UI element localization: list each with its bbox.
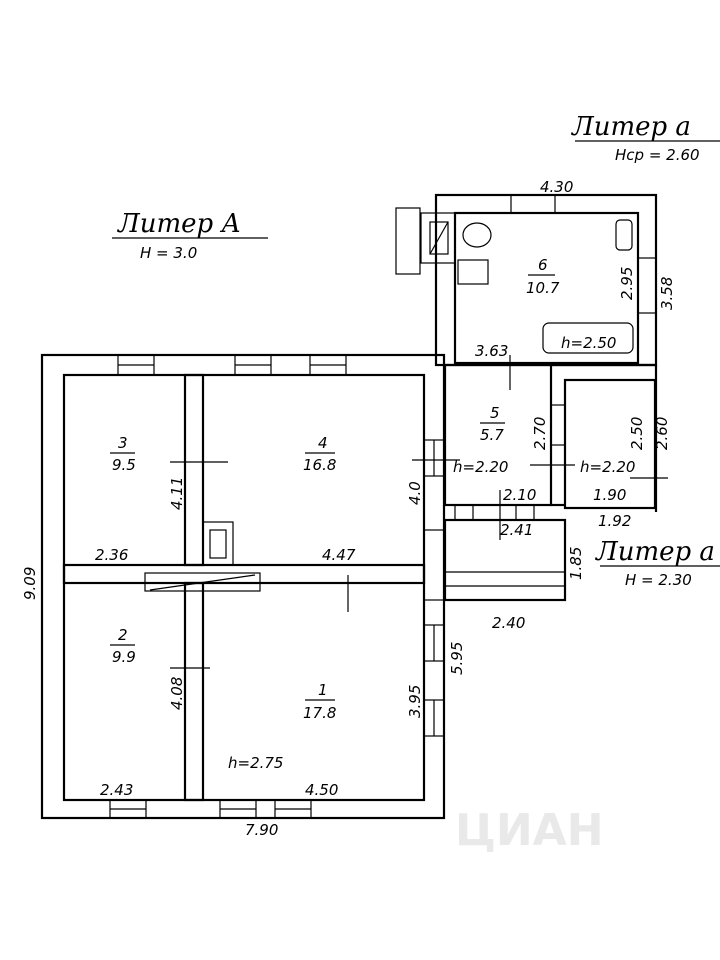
dim: 4.30	[540, 178, 573, 196]
dim: 4.47	[322, 546, 356, 564]
title-height: Нср = 2.60	[615, 146, 700, 164]
room-3-number: 3	[118, 434, 128, 452]
dim: 2.95	[618, 267, 636, 300]
watermark: ЦИАН	[455, 805, 604, 856]
title-liter-a1: Литер а Н = 2.30	[594, 537, 720, 589]
dim: 2.43	[100, 781, 133, 799]
dim: 2.10	[503, 486, 536, 504]
dim: 4.11	[168, 477, 186, 510]
height-a1: h=2.20	[580, 458, 635, 476]
dim: 9.09	[21, 567, 39, 600]
dim: 2.50	[628, 417, 646, 450]
title-liter-A: Литер А Н = 3.0	[112, 209, 268, 262]
dim: 4.0	[406, 481, 424, 505]
title-liter-a: Литер а Нср = 2.60	[570, 112, 720, 164]
title-name: Литер А	[116, 209, 241, 239]
room-2-number: 2	[118, 626, 128, 644]
dim: 1.90	[593, 486, 626, 504]
dim: 7.90	[245, 821, 278, 839]
main-house-walls	[40, 353, 446, 820]
dim: 2.41	[500, 521, 533, 539]
room-1-area: 17.8	[303, 704, 336, 722]
heights: h=2.75 h=2.20 h=2.20 h=2.50	[228, 334, 635, 772]
dim: 3.58	[658, 277, 676, 310]
dim: 4.50	[305, 781, 338, 799]
height-room6: h=2.50	[561, 334, 616, 352]
porch	[443, 518, 567, 602]
dim: 1.85	[567, 547, 585, 580]
dim: 2.70	[531, 417, 549, 450]
dim: 2.36	[95, 546, 128, 564]
room-6-area: 10.7	[526, 279, 560, 297]
dim: 3.63	[475, 342, 508, 360]
room-4-area: 16.8	[303, 456, 336, 474]
dim: 4.08	[168, 677, 186, 710]
dim: 5.95	[448, 642, 466, 675]
height-main: h=2.75	[228, 754, 283, 772]
dim: 3.95	[406, 685, 424, 718]
stove-annex-icon	[395, 207, 492, 285]
room-3-area: 9.5	[112, 456, 136, 474]
room-6-number: 6	[538, 256, 548, 274]
dim: 2.40	[492, 614, 525, 632]
room-5-area: 5.7	[480, 426, 504, 444]
title-name: Литер а	[594, 537, 715, 567]
room-4-number: 4	[318, 434, 328, 452]
windows	[109, 354, 445, 819]
room-2-area: 9.9	[112, 648, 136, 666]
stove-icon	[144, 521, 261, 592]
dim: 2.60	[653, 417, 671, 450]
room-labels: 1 17.8 2 9.9 3 9.5 4 16.8 5 5.7 6 10.7	[110, 256, 560, 722]
dimension-lines	[170, 355, 668, 669]
title-height: Н = 3.0	[140, 244, 197, 262]
dim: 1.92	[598, 512, 631, 530]
veranda-walls	[443, 363, 658, 521]
room-5-number: 5	[490, 404, 500, 422]
height-room5: h=2.20	[453, 458, 508, 476]
dimensions: 7.90 9.09 2.36 4.11 4.47 4.0 2.43 4.08 4…	[21, 178, 676, 839]
toilet-icon	[615, 219, 633, 251]
room-1-number: 1	[318, 681, 328, 699]
title-name: Литер а	[570, 112, 691, 142]
title-height: Н = 2.30	[625, 571, 692, 589]
